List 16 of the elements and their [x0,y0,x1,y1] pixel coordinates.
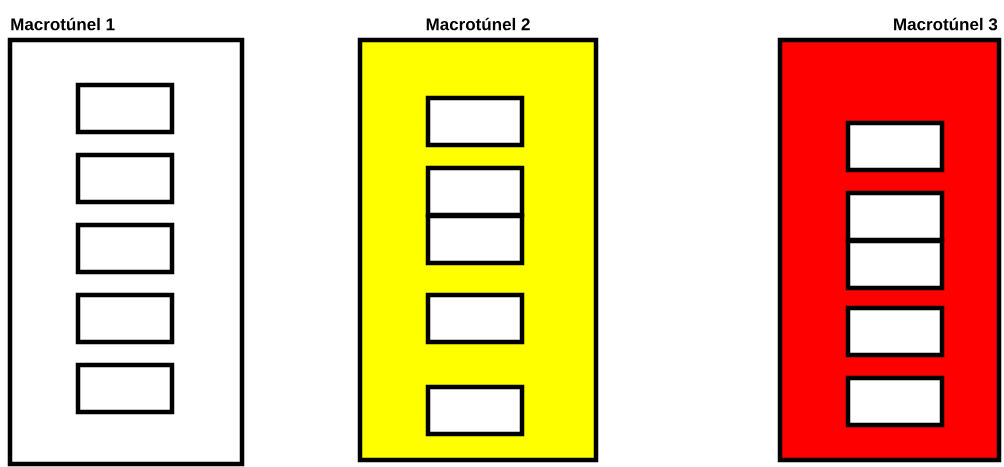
empty-box [75,362,175,415]
empty-box [75,292,175,345]
empty-box [845,375,945,428]
empty-box [75,82,175,135]
empty-box [425,213,525,266]
empty-box [425,292,525,345]
empty-box [75,152,175,205]
empty-box [845,120,945,173]
empty-box [425,95,525,148]
tunnel-heading: Macrotúnel 2 [426,17,530,31]
empty-box [75,222,175,275]
empty-box [425,384,525,437]
empty-box [845,238,945,291]
empty-box [845,305,945,358]
tunnel-heading: Macrotúnel 3 [894,17,998,31]
tunnel-heading: Macrotúnel 1 [11,17,115,31]
